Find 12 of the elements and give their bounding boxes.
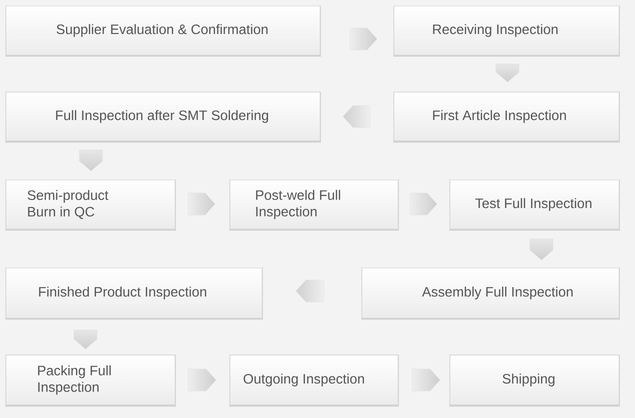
process-box: Finished Product Inspection bbox=[5, 268, 263, 320]
process-box: Packing Full Inspection bbox=[5, 354, 176, 407]
process-box: Receiving Inspection bbox=[393, 6, 620, 57]
process-box: Outgoing Inspection bbox=[229, 354, 399, 407]
process-box: Full Inspection after SMT Soldering bbox=[5, 92, 321, 143]
process-box: First Article Inspection bbox=[393, 92, 620, 143]
process-box: Shipping bbox=[449, 354, 620, 407]
process-box: Supplier Evaluation & Confirmation bbox=[5, 6, 321, 57]
process-box: Post-weld Full Inspection bbox=[229, 180, 399, 231]
process-box: Assembly Full Inspection bbox=[361, 268, 620, 320]
process-box: Test Full Inspection bbox=[449, 180, 620, 231]
process-box: Semi-product Burn in QC bbox=[5, 180, 176, 231]
